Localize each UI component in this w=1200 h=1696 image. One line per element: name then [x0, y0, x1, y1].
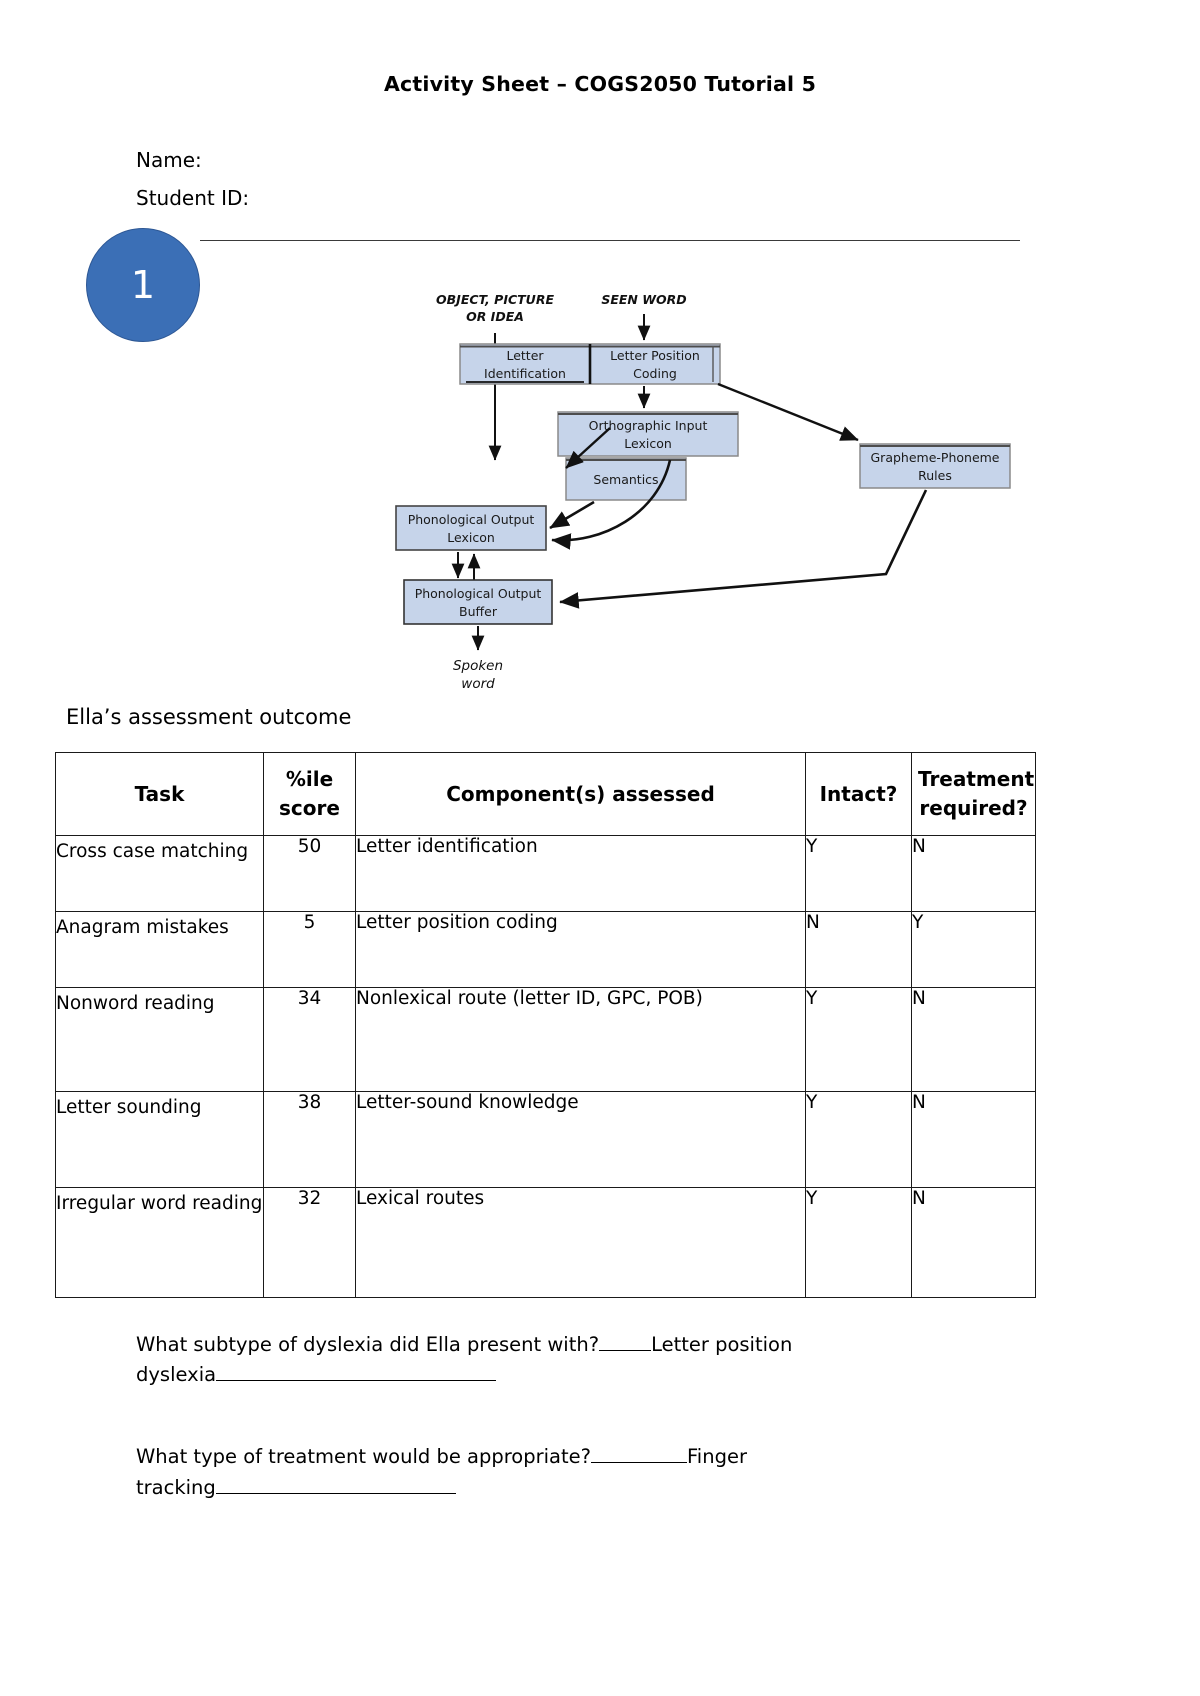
cell-treatment: N: [911, 987, 1036, 1092]
cell-intact: N: [805, 911, 912, 988]
question-treatment-type-prompt: What type of treatment would be appropri…: [136, 1445, 591, 1469]
diagram-output-spoken-word-line2: word: [461, 676, 495, 692]
cell-treatment: N: [911, 1187, 1036, 1298]
column-header-task: Task: [55, 752, 264, 836]
cell-score: 50: [263, 835, 356, 912]
cell-task: Letter sounding: [55, 1091, 264, 1188]
table-row: Irregular word reading 32 Lexical routes…: [55, 1187, 1036, 1298]
column-header-components-line1: Component(s) assessed: [446, 781, 715, 806]
table-row: Nonword reading 34 Nonlexical route (let…: [55, 987, 1036, 1092]
diagram-box-phonological-output-lexicon: Phonological Output: [408, 512, 535, 527]
diagram-box-phonological-output-buffer: Phonological Output: [415, 586, 542, 601]
diagram-box-letter-identification-line2: Identification: [484, 366, 566, 381]
page-title: Activity Sheet – COGS2050 Tutorial 5: [383, 72, 817, 96]
cell-task: Irregular word reading: [55, 1187, 264, 1298]
cell-intact: Y: [805, 1091, 912, 1188]
column-header-task-line1: Task: [134, 781, 185, 806]
assessment-outcome-heading: Ella’s assessment outcome: [66, 705, 352, 729]
table-row: Anagram mistakes 5 Letter position codin…: [55, 911, 1036, 988]
column-header-intact: Intact?: [805, 752, 912, 836]
question-treatment-type-answer2: tracking: [136, 1475, 216, 1499]
diagram-input-object-picture-idea-line2: OR IDEA: [466, 309, 524, 324]
diagram-input-object-picture-idea: OBJECT, PICTURE: [436, 292, 554, 307]
cell-component: Nonlexical route (letter ID, GPC, POB): [355, 987, 806, 1092]
column-header-score-line1: %ile: [285, 767, 334, 791]
cell-component: Lexical routes: [355, 1187, 806, 1298]
table-row: Cross case matching 50 Letter identifica…: [55, 835, 1036, 912]
cell-component: Letter position coding: [355, 911, 806, 988]
diagram-box-letter-position-coding-line2: Coding: [633, 366, 677, 381]
cell-task: Nonword reading: [55, 987, 264, 1092]
question-number-badge: 1: [86, 228, 200, 342]
reading-model-diagram: OBJECT, PICTURE OR IDEA SEEN WORD Letter…: [370, 278, 1050, 698]
column-header-treatment: Treatment required?: [911, 752, 1036, 836]
questions-section: What subtype of dyslexia did Ella presen…: [136, 1330, 896, 1555]
assessment-outcome-table: Task %ile score Component(s) assessed In…: [55, 752, 1036, 1298]
diagram-box-letter-identification: Letter: [506, 348, 544, 363]
column-header-intact-line1: Intact?: [819, 781, 898, 806]
column-header-score-line2: score: [279, 796, 340, 820]
diagram-box-letter-position-coding: Letter Position: [610, 348, 700, 363]
diagram-box-grapheme-phoneme-rules: Grapheme-Phoneme: [871, 450, 1000, 465]
cell-component: Letter identification: [355, 835, 806, 912]
table-header-row: Task %ile score Component(s) assessed In…: [55, 752, 1036, 836]
cell-score: 38: [263, 1091, 356, 1188]
cell-intact: Y: [805, 987, 912, 1092]
diagram-box-phonological-output-buffer-line2: Buffer: [459, 604, 498, 619]
cell-task: Cross case matching: [55, 835, 264, 912]
answer-blank-long[interactable]: [216, 1361, 497, 1382]
column-header-treatment-line2: required?: [919, 796, 1028, 820]
question-dyslexia-subtype: What subtype of dyslexia did Ella presen…: [136, 1330, 896, 1390]
cell-component: Letter-sound knowledge: [355, 1091, 806, 1188]
diagram-input-seen-word: SEEN WORD: [601, 292, 686, 307]
student-id-field-label: Student ID:: [136, 186, 250, 210]
cell-score: 34: [263, 987, 356, 1092]
cell-score: 5: [263, 911, 356, 988]
cell-treatment: N: [911, 835, 1036, 912]
question-dyslexia-subtype-prompt: What subtype of dyslexia did Ella presen…: [136, 1333, 600, 1356]
cell-treatment: Y: [911, 911, 1036, 988]
diagram-box-orthographic-input-lexicon-line2: Lexicon: [624, 436, 672, 451]
cell-intact: Y: [805, 835, 912, 912]
section-divider-rule: [200, 240, 1020, 241]
assessment-outcome-table-wrapper: Task %ile score Component(s) assessed In…: [55, 752, 1036, 1298]
question-treatment-type: What type of treatment would be appropri…: [136, 1442, 896, 1502]
cell-intact: Y: [805, 1187, 912, 1298]
answer-blank-inline[interactable]: [591, 1443, 687, 1464]
diagram-box-grapheme-phoneme-rules-line2: Rules: [918, 468, 952, 483]
cell-score: 32: [263, 1187, 356, 1298]
cell-task: Anagram mistakes: [55, 911, 264, 988]
diagram-box-phonological-output-lexicon-line2: Lexicon: [447, 530, 495, 545]
question-treatment-type-answer1: Finger: [687, 1445, 747, 1469]
column-header-score: %ile score: [263, 752, 356, 836]
question-dyslexia-subtype-answer2: dyslexia: [136, 1363, 217, 1387]
table-row: Letter sounding 38 Letter-sound knowledg…: [55, 1091, 1036, 1188]
diagram-box-semantics: Semantics: [593, 472, 658, 487]
diagram-box-orthographic-input-lexicon: Orthographic Input: [589, 418, 708, 433]
column-header-treatment-line1: Treatment: [918, 767, 1035, 791]
answer-blank-long[interactable]: [215, 1473, 456, 1494]
question-dyslexia-subtype-answer1: Letter position: [651, 1333, 793, 1356]
column-header-components: Component(s) assessed: [355, 752, 806, 836]
diagram-output-spoken-word: Spoken: [453, 658, 503, 674]
cell-treatment: N: [911, 1091, 1036, 1188]
name-field-label: Name:: [136, 148, 202, 172]
answer-blank-inline[interactable]: [599, 1331, 652, 1351]
